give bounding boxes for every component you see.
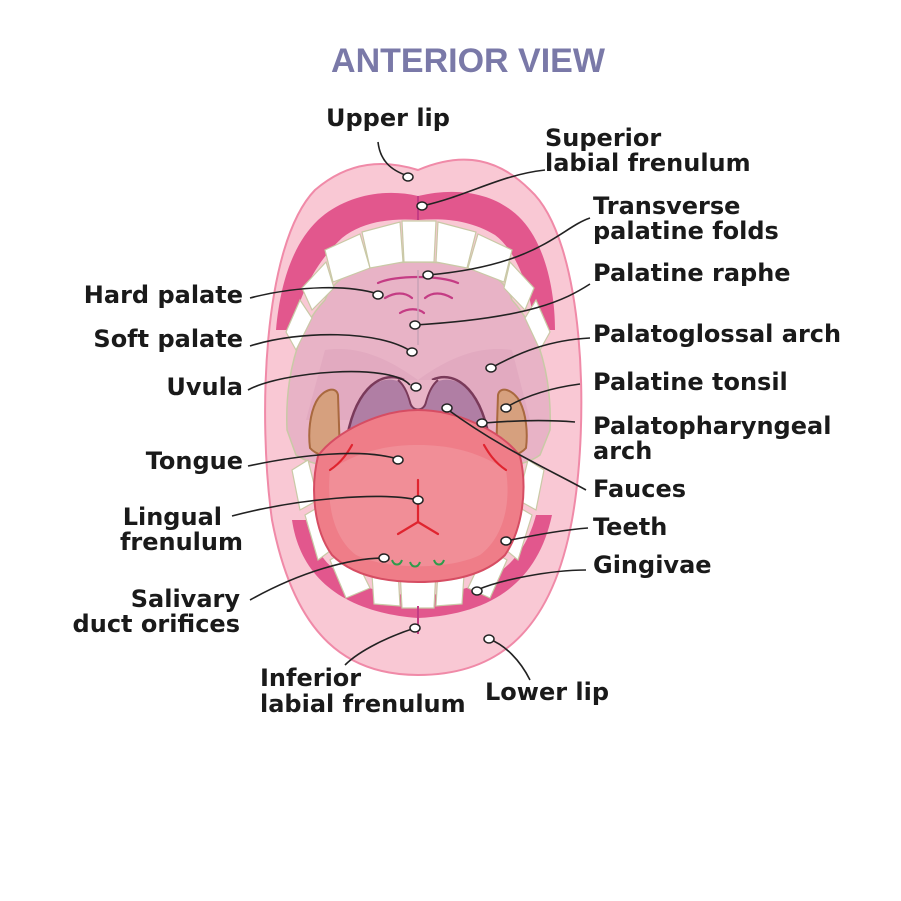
salivary-duct-orifices-dot [378, 553, 390, 563]
superior-labial-frenulum-dot [416, 201, 428, 211]
anchor-dots [372, 172, 512, 644]
upper-lip-dot [402, 172, 414, 182]
label-superior-labial-frenulum-line2: labial frenulum [545, 149, 751, 177]
uvula-dot [410, 382, 422, 392]
gingivae-dot [471, 586, 483, 596]
palatine-tonsil-dot [500, 403, 512, 413]
tooth [524, 298, 551, 352]
label-palatopharyngeal-arch-line1: Palatopharyngeal [593, 412, 831, 440]
upper-gingiva [276, 191, 555, 330]
label-teeth: Teeth [593, 513, 667, 541]
label-soft-palate: Soft palate [93, 325, 243, 353]
soft-palate-dot [406, 347, 418, 357]
palatine-raphe-dot [409, 320, 421, 330]
label-salivary-duct-orifices-line2: duct orifices [73, 610, 240, 638]
tooth [401, 220, 437, 263]
tooth [435, 221, 477, 269]
label-lingual-frenulum-line1: Lingual [123, 503, 222, 531]
label-palatopharyngeal-arch-line2: arch [593, 437, 652, 465]
label-salivary-duct-orifices-line1: Salivary [131, 585, 241, 613]
label-upper-lip: Upper lip [326, 104, 450, 132]
label-hard-palate: Hard palate [84, 281, 243, 309]
tongue-dot [392, 455, 404, 465]
fauces-dot [441, 403, 453, 413]
salivary-duct-orifices [391, 559, 445, 568]
transverse-palatine-folds-dot [422, 270, 434, 280]
palatopharyngeal-arch-dot [476, 418, 488, 428]
labels: Upper lip Superior labial frenulum Trans… [73, 104, 842, 718]
label-transverse-palatine-folds-line1: Transverse [593, 192, 740, 220]
palatoglossal-arch-dot [485, 363, 497, 373]
leader-lines [231, 141, 591, 681]
upper-teeth [285, 220, 551, 352]
lingual-frenulum-dot [412, 495, 424, 505]
teeth-dot [500, 536, 512, 546]
hard-palate-dot [372, 290, 384, 300]
label-gingivae: Gingivae [593, 551, 712, 579]
tooth [361, 221, 404, 269]
fauces [328, 443, 508, 472]
label-fauces: Fauces [593, 475, 686, 503]
inferior-labial-frenulum-dot [409, 623, 421, 633]
tooth [467, 233, 513, 283]
label-lower-lip: Lower lip [485, 678, 609, 706]
label-palatine-tonsil: Palatine tonsil [593, 368, 788, 396]
label-inferior-labial-frenulum-line1: Inferior [260, 664, 361, 692]
label-tongue: Tongue [146, 447, 243, 475]
label-superior-labial-frenulum-line1: Superior [545, 124, 661, 152]
label-palatoglossal-arch: Palatoglossal arch [593, 320, 841, 348]
label-palatine-raphe: Palatine raphe [593, 259, 791, 287]
diagram-title: ANTERIOR VIEW [331, 42, 606, 80]
label-inferior-labial-frenulum-line2: labial frenulum [260, 690, 466, 718]
label-lingual-frenulum-line2: frenulum [120, 528, 243, 556]
label-uvula: Uvula [166, 373, 243, 401]
label-transverse-palatine-folds-line2: palatine folds [593, 217, 779, 245]
lower-lip-dot [483, 634, 495, 644]
